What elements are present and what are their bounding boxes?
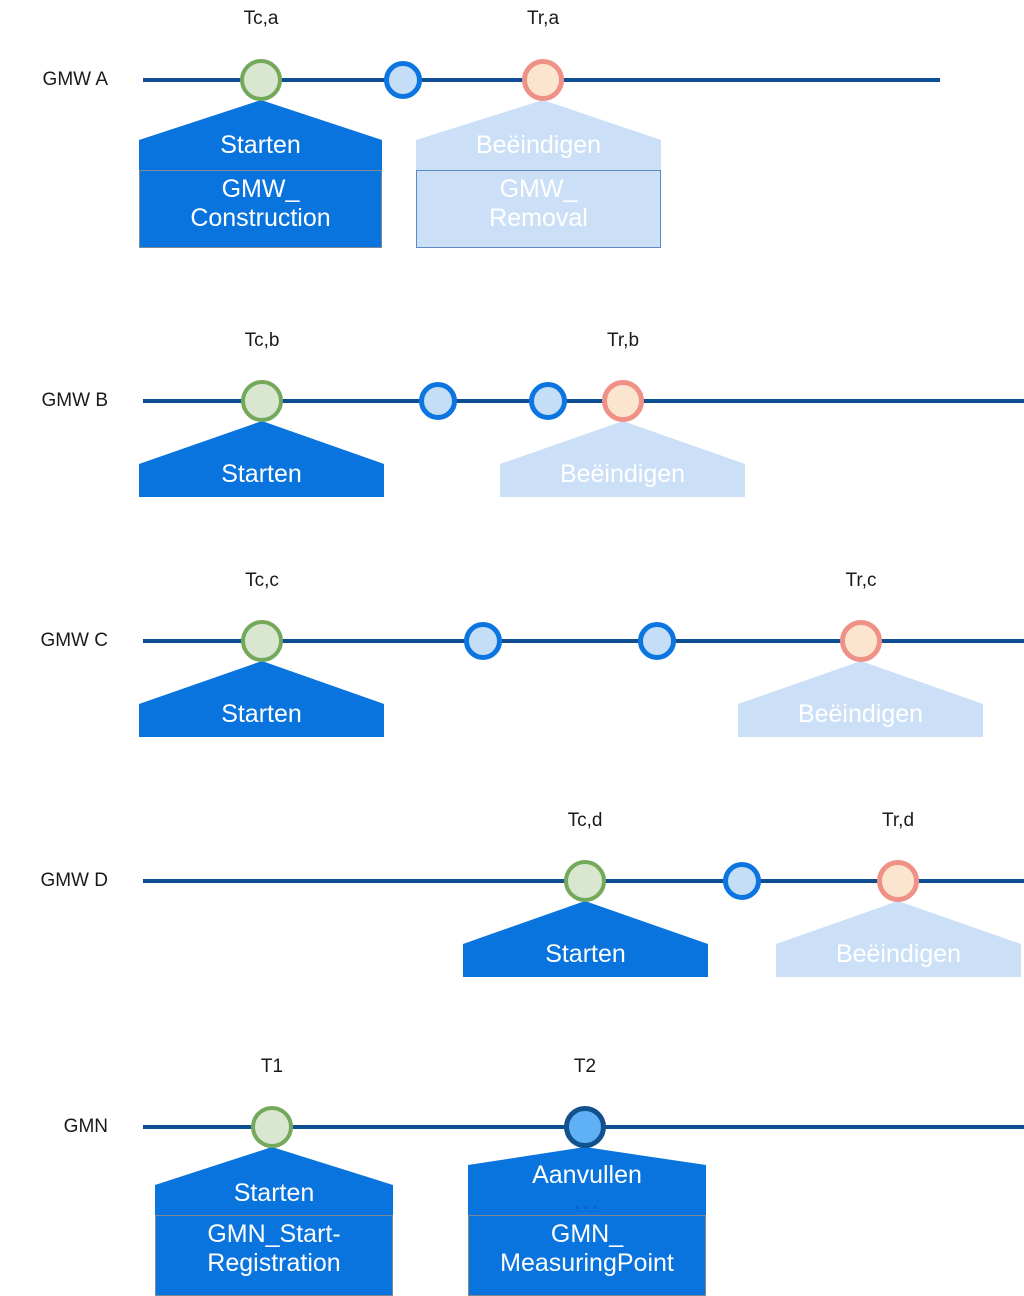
marker-gmn-2-icon[interactable] — [564, 1106, 606, 1148]
callout-roof-callout-gmn-supplement — [468, 1147, 706, 1215]
callout-body-callout-gmn-start: GMN_Start-Registration — [155, 1215, 393, 1296]
callout-c-start: Starten — [139, 661, 384, 737]
callout-body-line: GMW_ — [221, 175, 300, 203]
marker-d-2-icon[interactable] — [723, 862, 761, 900]
marker-b-3-icon[interactable] — [529, 382, 567, 420]
callout-d-start: Starten — [463, 901, 708, 977]
tick-caption-tr-d: Tr,d — [881, 810, 915, 831]
callout-roof-callout-a-end — [416, 100, 661, 170]
callout-roof-label-callout-gmn-start: Starten — [233, 1179, 315, 1207]
callout-b-start: Starten — [139, 421, 384, 497]
callout-roof-callout-d-start — [463, 901, 708, 977]
callout-body-callout-gmn-supplement: GMN_MeasuringPoint — [468, 1215, 706, 1296]
tick-caption-tc-c: Tc,c — [245, 570, 279, 591]
callout-roof-callout-c-start — [139, 661, 384, 737]
callout-body-line: GMN_Start- — [207, 1220, 341, 1248]
callout-b-end: Beëindigen — [500, 421, 745, 497]
marker-c-2-icon[interactable] — [464, 622, 502, 660]
callout-roof-callout-b-end — [500, 421, 745, 497]
tick-caption-tc-d: Tc,d — [567, 810, 603, 831]
marker-c-1-icon[interactable] — [241, 620, 283, 662]
callout-roof-callout-d-end — [776, 901, 1021, 977]
callout-roof-label-callout-b-end: Beëindigen — [559, 460, 686, 488]
callout-roof-label-callout-a-end: Beëindigen — [475, 131, 602, 159]
marker-b-4-icon[interactable] — [602, 380, 644, 422]
marker-b-2-icon[interactable] — [419, 382, 457, 420]
callout-roof-callout-c-end — [738, 661, 983, 737]
marker-b-1-icon[interactable] — [241, 380, 283, 422]
callout-roof-label-callout-b-start: Starten — [221, 460, 302, 488]
timeline-axis-gmw-b — [143, 399, 1024, 403]
callout-roof-label-callout-c-start: Starten — [221, 700, 302, 728]
marker-d-3-icon[interactable] — [877, 860, 919, 902]
tick-caption-tr-a: Tr,a — [526, 8, 560, 29]
tick-caption-tr-b: Tr,b — [606, 330, 640, 351]
marker-d-1-icon[interactable] — [564, 860, 606, 902]
marker-a-3-icon[interactable] — [522, 59, 564, 101]
callout-body-callout-a-end: GMW_Removal — [416, 170, 661, 248]
row-label-gmw-a: GMW A — [42, 69, 108, 90]
row-label-gmw-c: GMW C — [40, 630, 108, 651]
callout-body-line: MeasuringPoint — [500, 1248, 674, 1277]
callout-roof-ellipsis-callout-gmn-supplement: ... — [573, 1187, 601, 1215]
callout-gmn-supplement: Aanvullen...GMN_MeasuringPoint — [468, 1147, 706, 1296]
row-label-gmw-d: GMW D — [40, 870, 108, 891]
tick-caption-t1: T1 — [260, 1056, 284, 1077]
callout-body-line: GMW_ — [499, 175, 578, 203]
callout-body-line: Registration — [207, 1248, 341, 1277]
callout-c-end: Beëindigen — [738, 661, 983, 737]
callout-roof-label-callout-d-start: Starten — [545, 940, 626, 968]
callout-body-line: Removal — [489, 203, 588, 232]
row-label-gmn: GMN — [63, 1116, 108, 1137]
marker-c-4-icon[interactable] — [840, 620, 882, 662]
tick-caption-tc-a: Tc,a — [243, 8, 279, 29]
callout-roof-label-callout-a-start: Starten — [220, 131, 301, 159]
callout-body-line: GMN_ — [550, 1220, 624, 1248]
callout-roof-label-callout-gmn-supplement: Aanvullen — [532, 1161, 642, 1189]
marker-a-2-icon[interactable] — [384, 61, 422, 99]
tick-caption-t2: T2 — [573, 1056, 597, 1077]
marker-c-3-icon[interactable] — [638, 622, 676, 660]
tick-caption-tc-b: Tc,b — [244, 330, 280, 351]
callout-roof-callout-gmn-start — [155, 1147, 393, 1215]
callout-roof-callout-a-start — [139, 100, 382, 170]
timeline-axis-gmw-c — [143, 639, 1024, 643]
callout-roof-label-callout-c-end: Beëindigen — [797, 700, 924, 728]
callout-roof-label-callout-d-end: Beëindigen — [835, 940, 962, 968]
callout-body-callout-a-start: GMW_Construction — [139, 170, 382, 248]
marker-gmn-1-icon[interactable] — [251, 1106, 293, 1148]
row-label-gmw-b: GMW B — [41, 390, 109, 411]
callout-body-line: Construction — [190, 203, 331, 232]
marker-a-1-icon[interactable] — [240, 59, 282, 101]
tick-caption-tr-c: Tr,c — [845, 570, 877, 591]
callout-roof-callout-b-start — [139, 421, 384, 497]
callout-d-end: Beëindigen — [776, 901, 1021, 977]
